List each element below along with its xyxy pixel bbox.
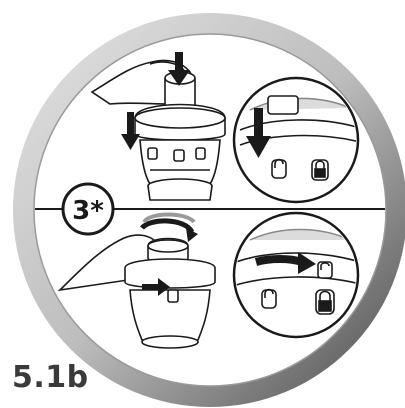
lock-closed-icon (312, 160, 328, 180)
lock-open-icon (318, 262, 332, 278)
step-marker-text: 3* (72, 196, 104, 226)
figure-label: 5.1b (12, 360, 89, 395)
lock-closed-icon (316, 290, 334, 314)
step-marker: 3* (63, 184, 113, 234)
lock-open-icon (262, 290, 276, 309)
lock-open-icon (272, 160, 286, 179)
